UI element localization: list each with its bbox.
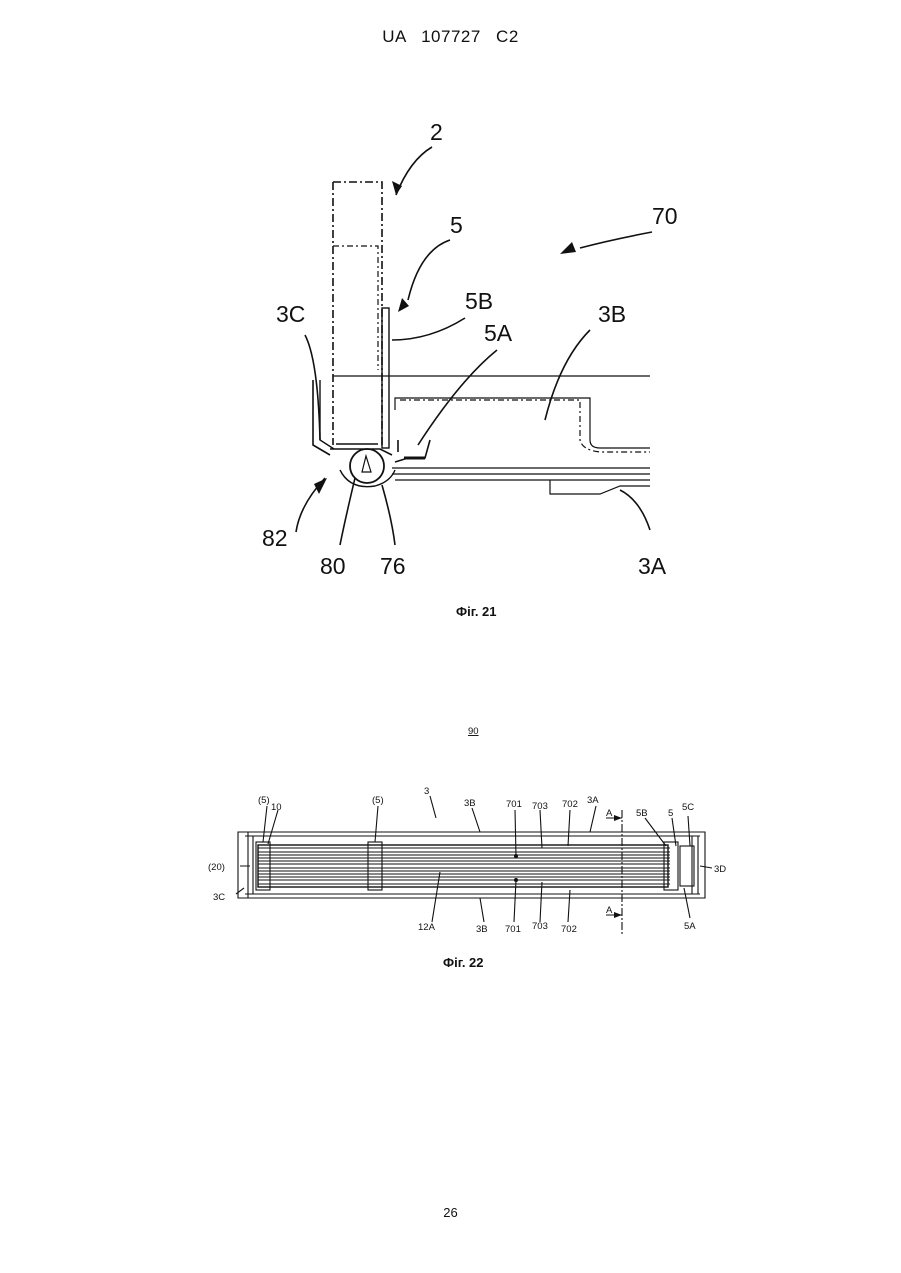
fig22-label-5A: 5A xyxy=(684,921,696,932)
fig22-label-3A: 3A xyxy=(587,795,599,806)
fig22-label-3: 3 xyxy=(424,786,429,797)
fig22-label-3B-top: 3B xyxy=(464,798,476,809)
fig22-label-A-top: A xyxy=(606,808,613,819)
fig22-ref-90: 90 xyxy=(468,726,479,737)
fig22-label-3C: 3C xyxy=(213,892,225,903)
fig22-label-p20: (20) xyxy=(208,862,225,873)
fig22-label-701-bottom: 701 xyxy=(505,924,521,935)
fig22-label-A-bottom: A xyxy=(606,905,613,916)
fig22-label-703-bottom: 703 xyxy=(532,921,548,932)
fig22-label-701-top: 701 xyxy=(506,799,522,810)
fig22-label-12A: 12A xyxy=(418,922,436,933)
fig22-label-3B-bottom: 3B xyxy=(476,924,488,935)
fig22-label-703-top: 703 xyxy=(532,801,548,812)
fig22-label-5: 5 xyxy=(668,808,673,819)
fig22-label-5B: 5B xyxy=(636,808,648,819)
fig22-label-702-top: 702 xyxy=(562,799,578,810)
fig22-label-p5a: (5) xyxy=(258,795,270,806)
figure-22-drawing: 90 (5) 10 (5) 3 3B 701 703 702 3A A 5B 5… xyxy=(0,0,901,1000)
fig22-label-10: 10 xyxy=(271,802,282,813)
page-number: 26 xyxy=(0,1205,901,1220)
fig22-label-5C: 5C xyxy=(682,802,694,813)
fig22-label-702-bottom: 702 xyxy=(561,924,577,935)
fig22-label-p5b: (5) xyxy=(372,795,384,806)
figure-22-caption: Фіг. 22 xyxy=(443,955,484,970)
fig22-label-3D: 3D xyxy=(714,864,726,875)
